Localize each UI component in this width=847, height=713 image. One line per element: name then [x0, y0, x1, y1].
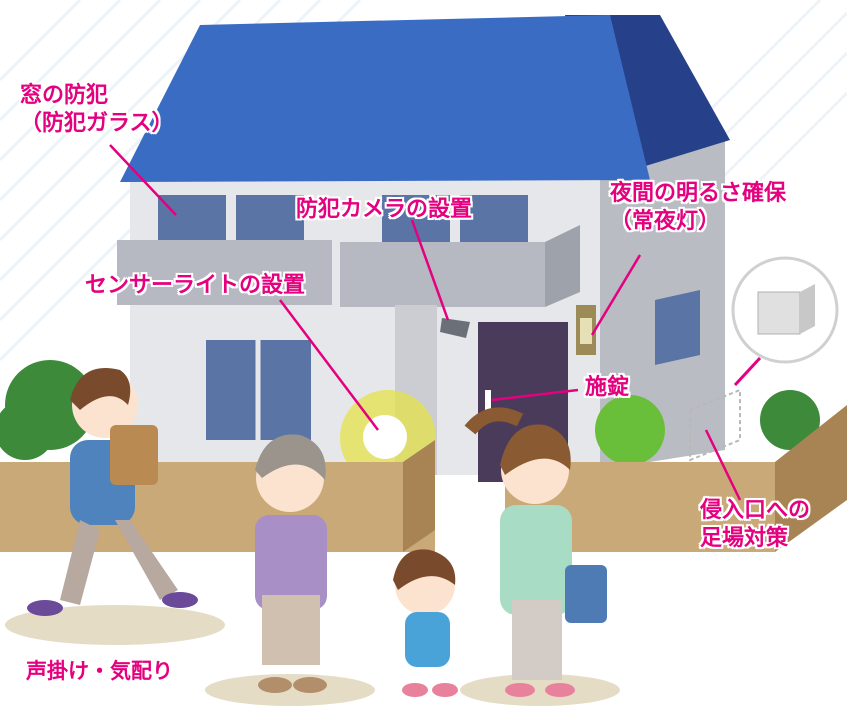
window-upper-1	[158, 195, 226, 243]
label-window-line2: （防犯ガラス）	[20, 111, 174, 136]
sensor-light	[363, 415, 407, 459]
label-night-line1: 夜間の明るさ確保	[610, 181, 787, 206]
mother-figure	[464, 407, 607, 697]
balcony-left	[117, 240, 332, 305]
label-lock: 施錠	[585, 375, 630, 400]
balcony-side	[545, 225, 580, 307]
window-upper-3	[382, 195, 450, 243]
fence-left	[0, 462, 435, 552]
label-entry-line1: 侵入口への	[700, 498, 811, 523]
label-entry-point: 侵入口への 足場対策	[700, 497, 810, 553]
tree-right	[595, 395, 665, 465]
label-window-line1: 窓の防犯	[20, 83, 109, 108]
leader-lines	[109, 144, 742, 501]
label-window-security: 窓の防犯 （防犯ガラス）	[20, 82, 174, 138]
label-night-line2: （常夜灯）	[610, 209, 721, 234]
label-greeting: 声掛け・気配り	[26, 659, 173, 683]
fence-right	[775, 405, 847, 552]
girl-figure	[393, 549, 458, 697]
window-upper-2	[236, 195, 304, 243]
balcony-right	[340, 242, 545, 307]
woman-walking-figure	[27, 368, 198, 616]
grandmother-figure	[255, 434, 327, 693]
stepping-box	[689, 388, 741, 462]
label-entry-line2: 足場対策	[700, 526, 789, 551]
door-handle	[485, 390, 491, 412]
roof	[120, 15, 650, 182]
label-night-light: 夜間の明るさ確保 （常夜灯）	[610, 180, 786, 236]
security-camera	[440, 318, 470, 338]
window-upper-4	[460, 195, 528, 243]
label-camera: 防犯カメラの設置	[296, 197, 473, 222]
side-window-1	[655, 290, 700, 365]
label-sensor-light: センサーライトの設置	[85, 273, 306, 298]
